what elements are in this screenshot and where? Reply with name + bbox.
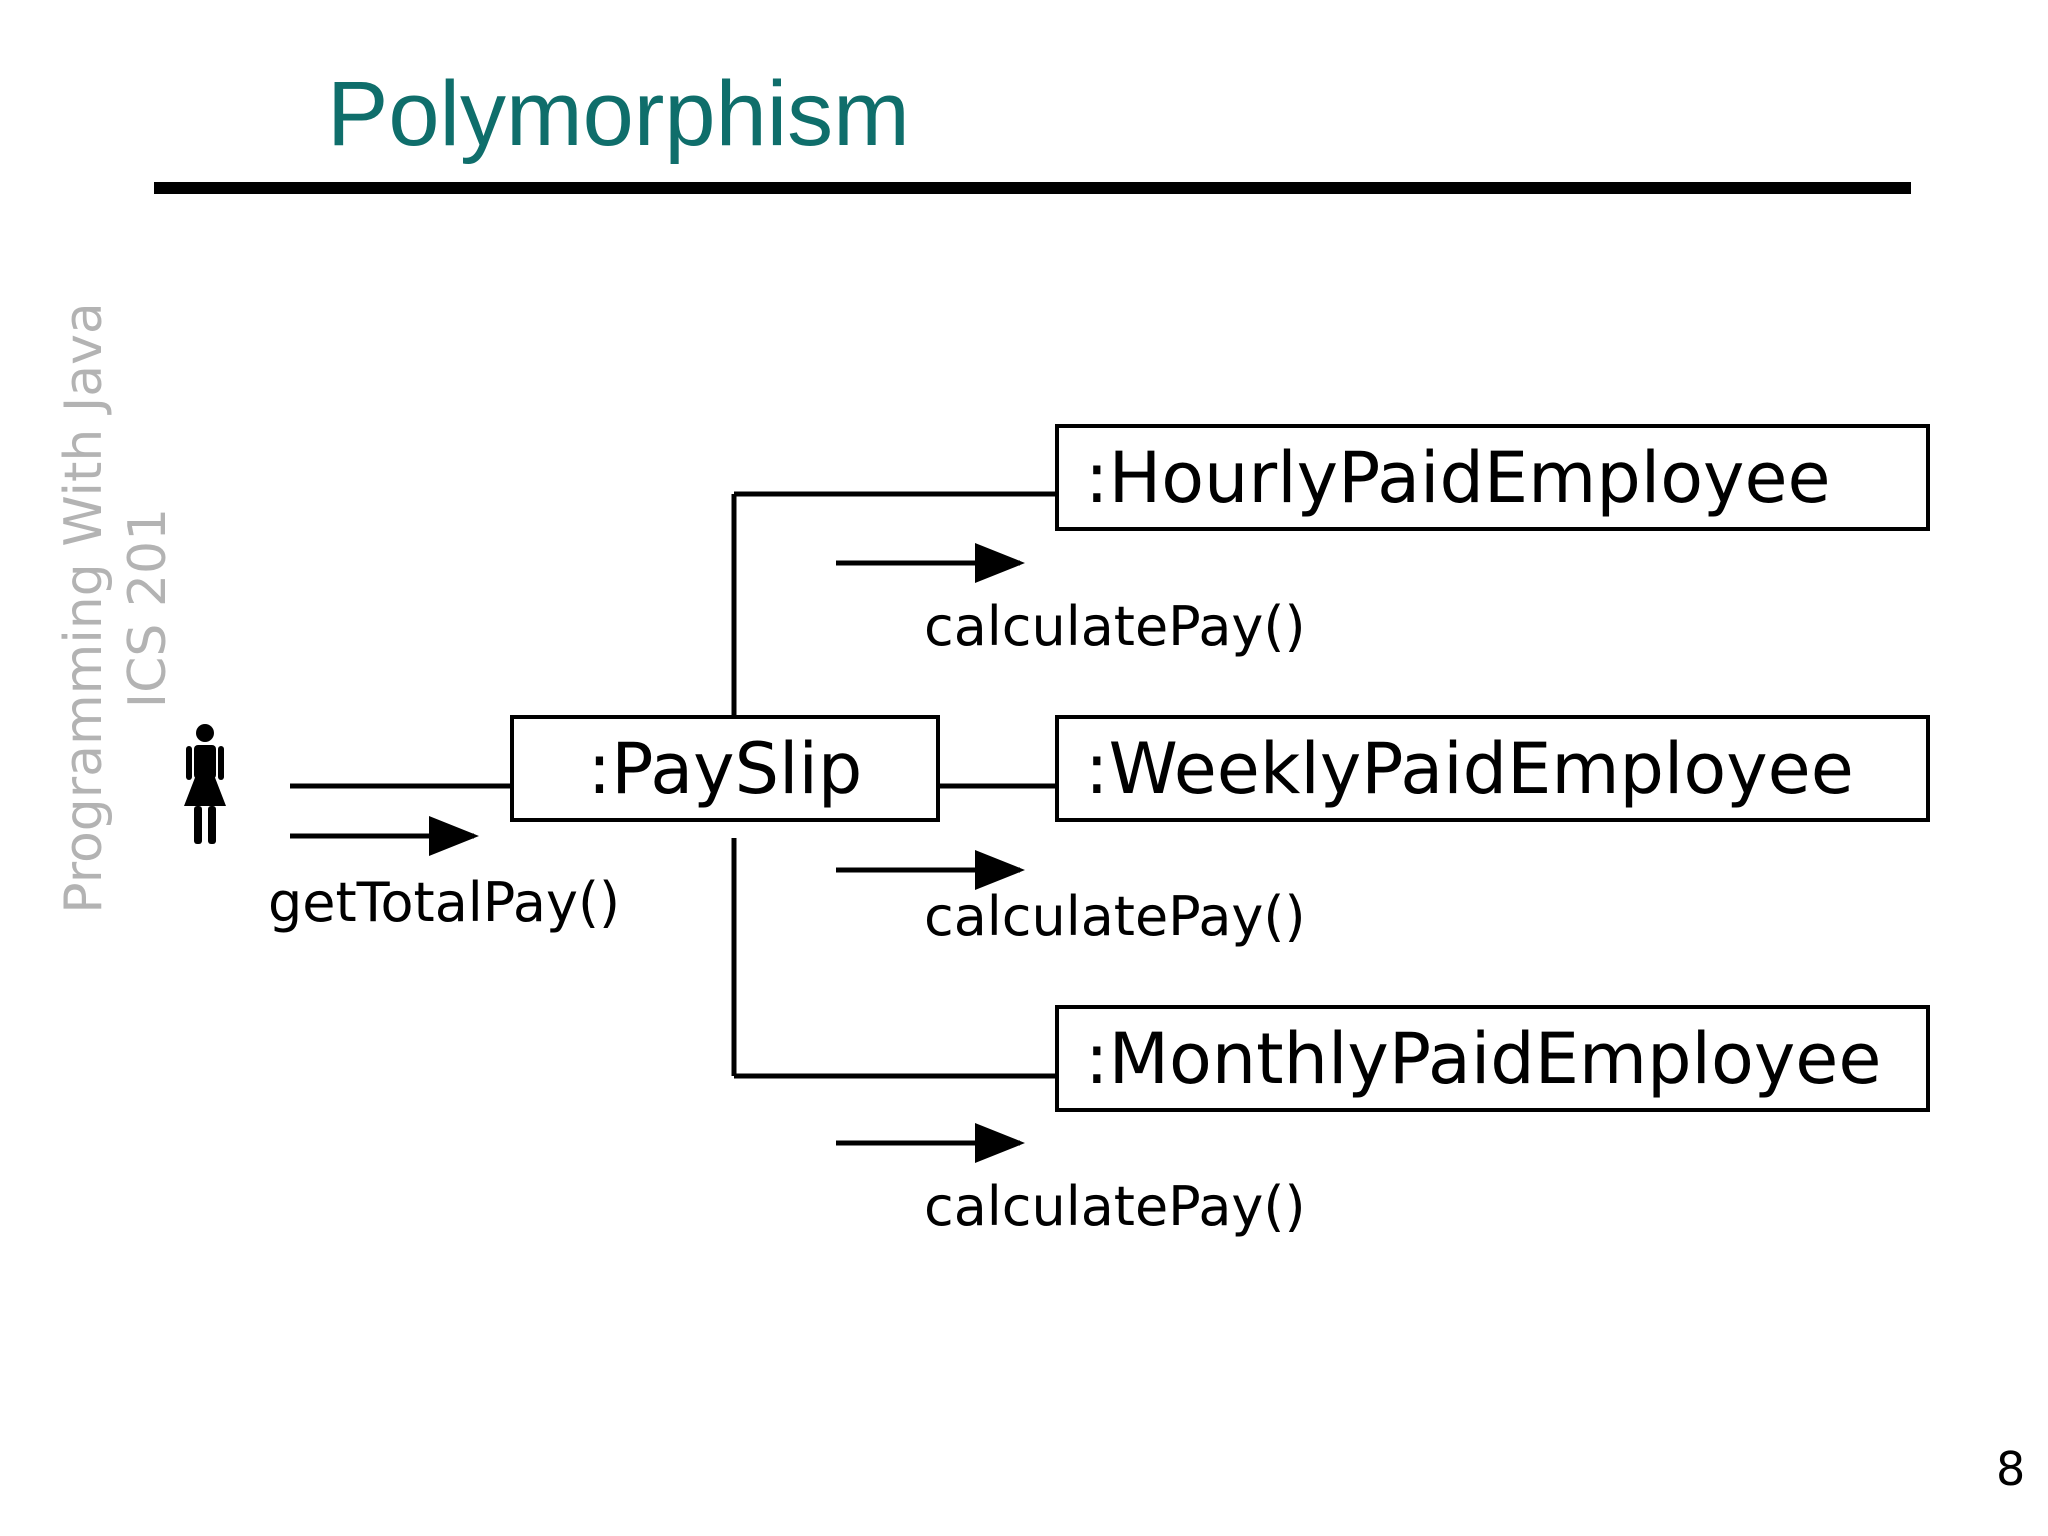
payslip-object-label: :PaySlip — [587, 727, 863, 810]
message-calculate-pay-monthly: calculatePay() — [924, 1175, 1306, 1238]
person-icon — [184, 724, 226, 844]
slide-title: Polymorphism — [327, 63, 910, 165]
payslip-object: :PaySlip — [510, 715, 940, 822]
monthly-employee-object: :MonthlyPaidEmployee — [1055, 1005, 1930, 1112]
message-calculate-pay-weekly: calculatePay() — [924, 885, 1306, 948]
monthly-employee-label: :MonthlyPaidEmployee — [1085, 1017, 1882, 1100]
page-number: 8 — [1996, 1442, 2026, 1496]
message-get-total-pay: getTotalPay() — [268, 871, 621, 934]
hourly-employee-object: :HourlyPaidEmployee — [1055, 424, 1930, 531]
weekly-employee-object: :WeeklyPaidEmployee — [1055, 715, 1930, 822]
hourly-employee-label: :HourlyPaidEmployee — [1085, 436, 1831, 519]
message-calculate-pay-hourly: calculatePay() — [924, 595, 1306, 658]
weekly-employee-label: :WeeklyPaidEmployee — [1085, 727, 1854, 810]
title-underline — [154, 182, 1911, 194]
